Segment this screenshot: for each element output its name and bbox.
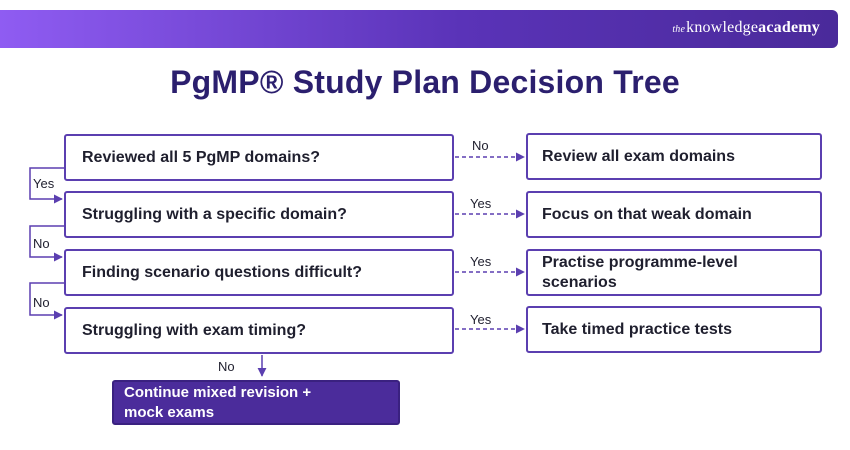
action-box-focus: Focus on that weak domain bbox=[526, 191, 822, 238]
brand-name: knowledge bbox=[686, 19, 759, 36]
question-label: Finding scenario questions difficult? bbox=[82, 263, 363, 281]
action-label: Practise programme-level scenarios bbox=[542, 253, 738, 291]
elbow-q1-q2 bbox=[29, 167, 64, 204]
question-box-specific-domain: Struggling with a specific domain? bbox=[64, 191, 454, 238]
brand-logo: theknowledgeacademy bbox=[672, 19, 820, 37]
page-title: PgMP® Study Plan Decision Tree bbox=[170, 64, 680, 100]
action-box-timed-tests: Take timed practice tests bbox=[526, 306, 822, 353]
edge-label-no: No bbox=[472, 138, 489, 153]
edge-label-no: No bbox=[33, 236, 50, 251]
action-box-scenarios: Practise programme-level scenarios bbox=[526, 249, 822, 296]
edge-label-yes: Yes bbox=[33, 176, 55, 191]
action-label: Review all exam domains bbox=[542, 147, 735, 165]
final-box: Continue mixed revision + mock exams bbox=[112, 380, 400, 425]
question-box-domains: Reviewed all 5 PgMP domains? bbox=[64, 134, 454, 181]
question-label: Struggling with exam timing? bbox=[82, 321, 306, 339]
header-banner: theknowledgeacademy bbox=[0, 10, 838, 48]
final-label: Continue mixed revision + mock exams bbox=[124, 383, 312, 421]
question-label: Reviewed all 5 PgMP domains? bbox=[82, 148, 320, 166]
question-box-timing: Struggling with exam timing? bbox=[64, 307, 454, 354]
edge-label-yes: Yes bbox=[470, 312, 492, 327]
elbow-q2-q3 bbox=[29, 225, 64, 262]
edge-label-yes: Yes bbox=[470, 196, 492, 211]
brand-prefix: the bbox=[672, 24, 686, 35]
brand-suffix: academy bbox=[758, 19, 820, 36]
edge-label-no: No bbox=[218, 359, 235, 374]
edge-label-no: No bbox=[33, 295, 50, 310]
question-label: Struggling with a specific domain? bbox=[82, 205, 347, 223]
action-label: Take timed practice tests bbox=[542, 320, 733, 338]
edge-label-yes: Yes bbox=[470, 254, 492, 269]
action-label: Focus on that weak domain bbox=[542, 205, 752, 223]
question-box-scenario: Finding scenario questions difficult? bbox=[64, 249, 454, 296]
elbow-q3-q4 bbox=[29, 282, 64, 320]
action-box-review: Review all exam domains bbox=[526, 133, 822, 180]
